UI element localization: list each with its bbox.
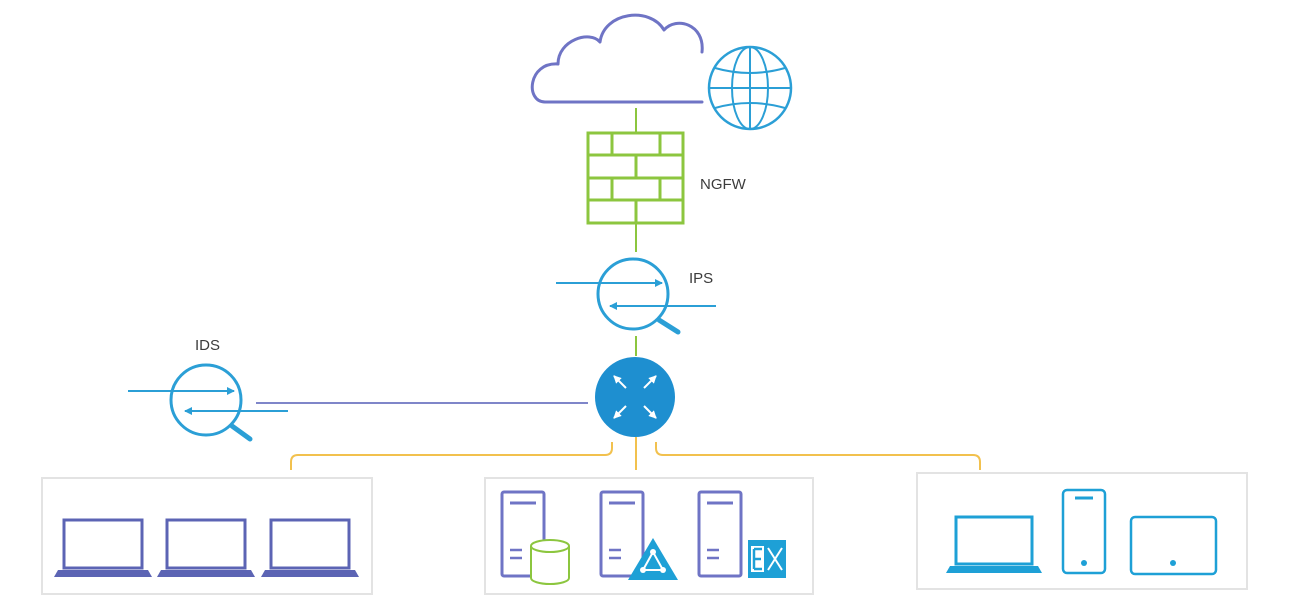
ips-magnifier-icon	[556, 257, 716, 335]
ips-label: IPS	[689, 270, 713, 287]
connections	[256, 108, 981, 470]
firewall-label: NGFW	[700, 176, 747, 193]
switch-mobile-link	[655, 442, 981, 470]
exchange-server-icon	[697, 490, 786, 578]
ids-magnifier-icon	[128, 363, 288, 442]
database-server-icon	[500, 490, 570, 585]
directory-server-icon	[599, 490, 678, 580]
globe-icon	[707, 45, 793, 131]
laptop-icon	[946, 515, 1042, 573]
ids-label: IDS	[195, 337, 220, 354]
phone-icon	[1061, 488, 1107, 575]
laptop-icon	[261, 518, 359, 577]
switch-workstations-link	[290, 442, 613, 470]
laptop-icon	[157, 518, 255, 577]
cloud-icon	[530, 13, 704, 104]
brick-wall-icon	[586, 131, 685, 225]
laptop-icon	[54, 518, 152, 577]
tablet-icon	[1129, 515, 1218, 576]
switch-icon	[595, 357, 675, 437]
